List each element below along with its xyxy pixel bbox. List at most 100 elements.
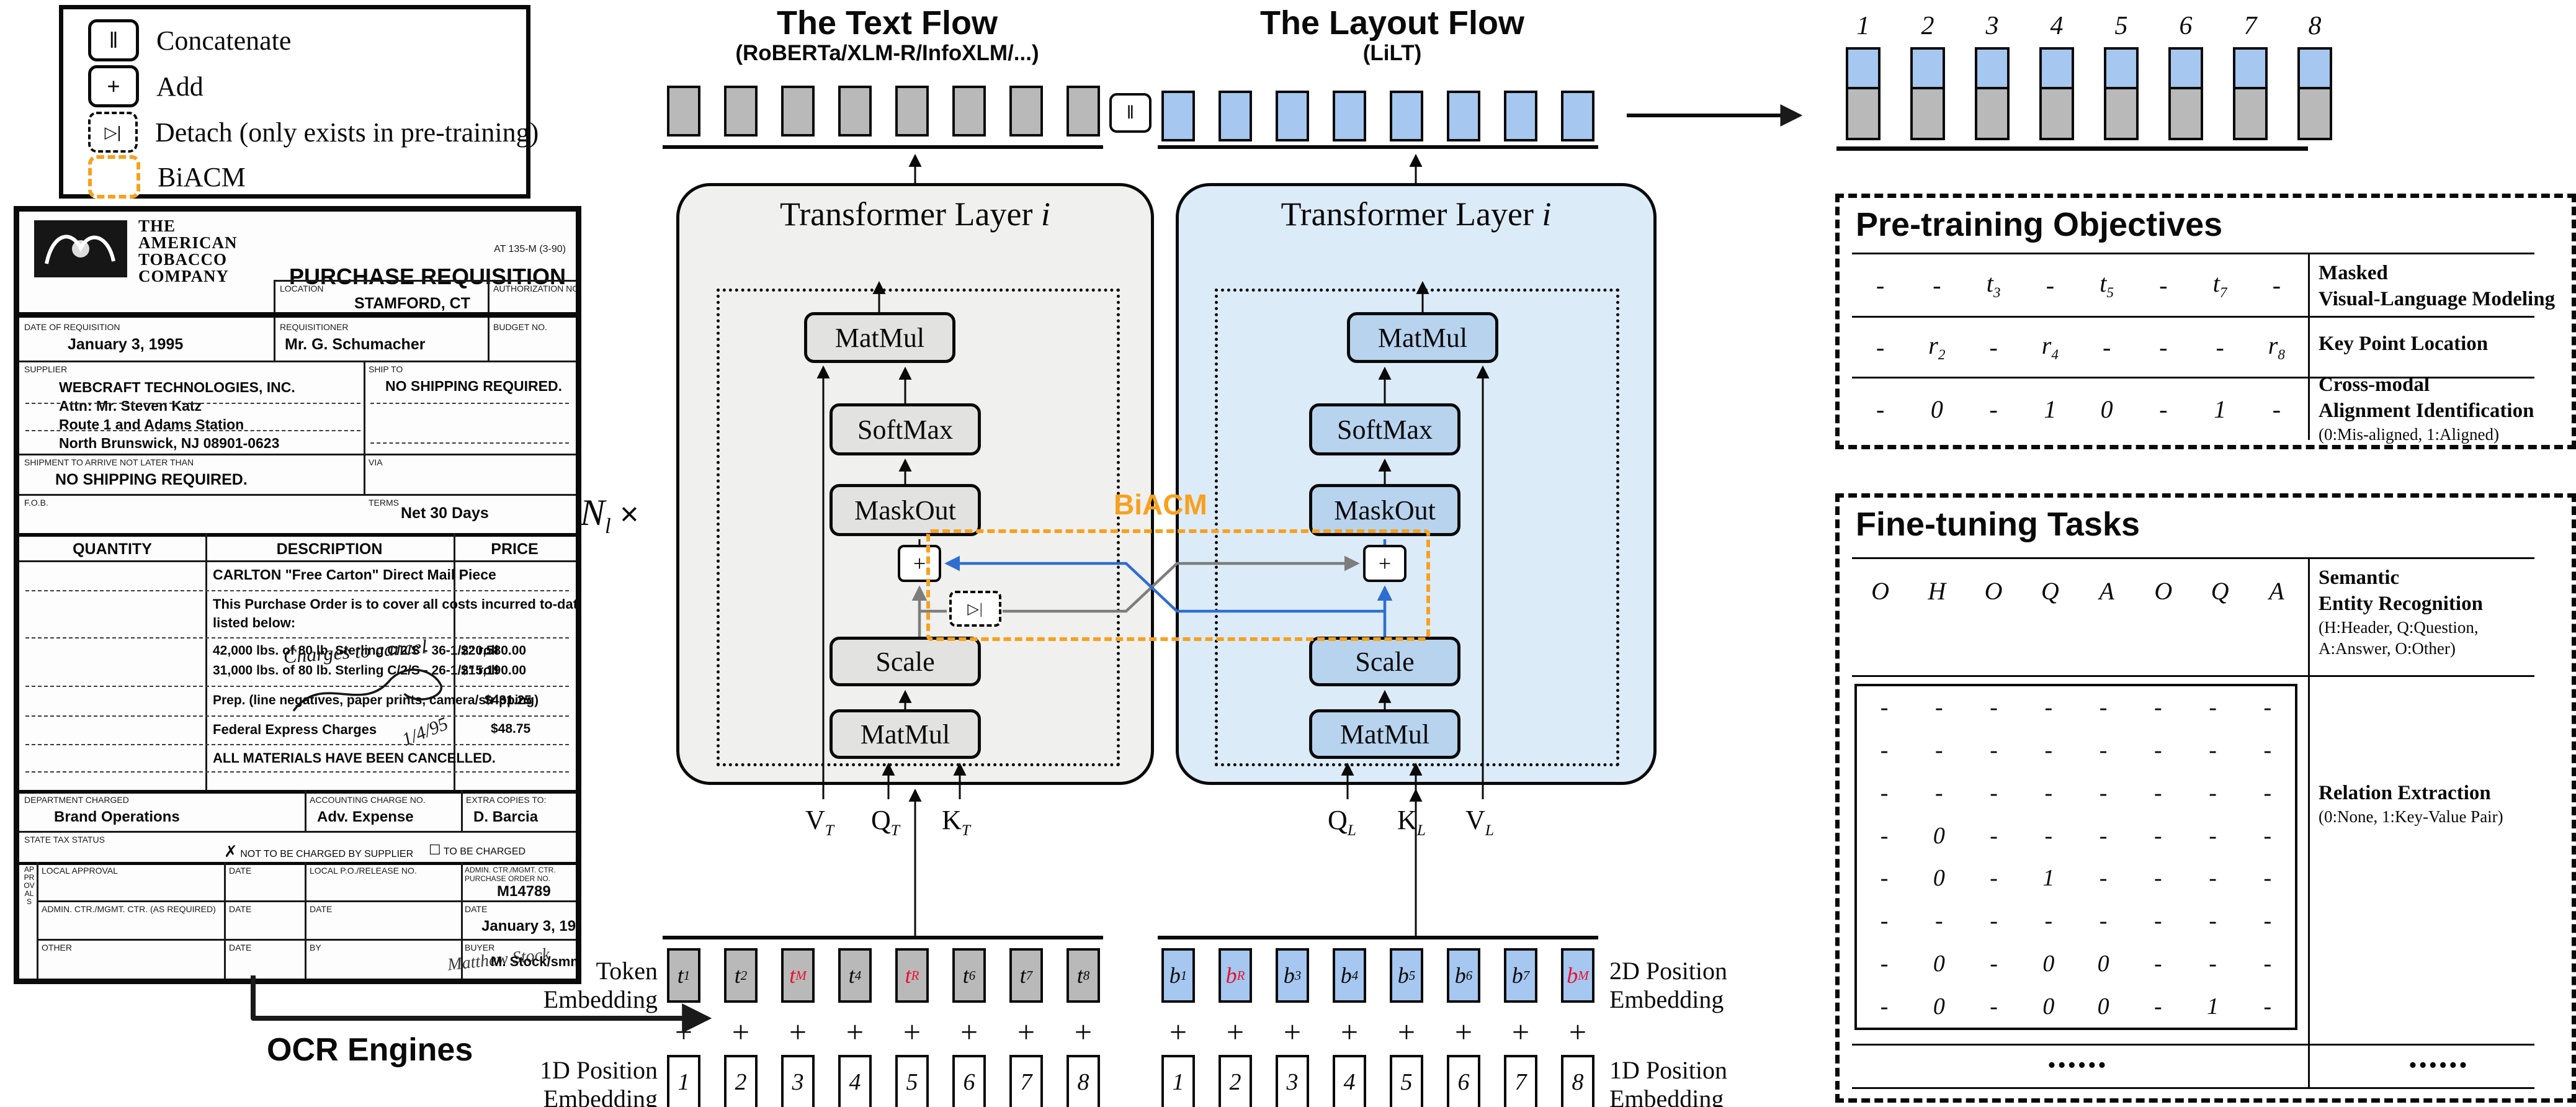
relation-extraction-label: Relation Extraction(0:None, 1:Key-Value … bbox=[2319, 780, 2567, 827]
matrix-cell: - bbox=[2209, 694, 2217, 721]
terms-value: Net 30 Days bbox=[401, 504, 489, 522]
matrix-cell: - bbox=[2099, 694, 2108, 721]
layout-flow-title: The Layout Flow bbox=[1260, 4, 1524, 42]
token-bar bbox=[781, 86, 815, 137]
add-symbol: + bbox=[789, 1015, 807, 1049]
line-item: 31,000 lbs. of 80 lb. Sterling C/2/S - 2… bbox=[213, 663, 499, 678]
matrix-row: -------- bbox=[1857, 686, 2295, 729]
text-flow-subtitle: (RoBERTa/XLM-R/InfoXLM/...) bbox=[735, 41, 1039, 65]
finetuning-title: Fine-tuning Tasks bbox=[1856, 506, 2140, 543]
label-line: Visual-Language Modeling bbox=[2319, 288, 2556, 310]
position-box: 6 bbox=[952, 1055, 986, 1107]
layout-query-label: QL bbox=[1328, 805, 1356, 839]
token-bar bbox=[667, 86, 700, 137]
by-label: BY bbox=[310, 943, 321, 952]
label-line: Semantic bbox=[2319, 567, 2400, 589]
target-cell: t5 bbox=[2100, 269, 2114, 301]
position-box: 3 bbox=[1276, 1055, 1309, 1107]
matrix-cell: - bbox=[1990, 950, 1998, 977]
layout-value-label: VL bbox=[1465, 805, 1494, 839]
handwritten-signature bbox=[292, 668, 442, 712]
ship-to-label: SHIP TO bbox=[369, 364, 403, 374]
biacm-swatch-icon bbox=[88, 155, 140, 199]
local-approval-label: LOCAL APPROVAL bbox=[42, 866, 118, 876]
company-logo bbox=[34, 220, 127, 277]
text-flow-title: The Text Flow bbox=[776, 4, 998, 42]
matrix-cell: - bbox=[2263, 908, 2272, 934]
date-label: DATE bbox=[310, 904, 333, 914]
output-token-bar bbox=[2039, 47, 2074, 140]
extra-copies-value: D. Barcia bbox=[473, 809, 539, 825]
token-bar bbox=[1447, 91, 1480, 141]
ser-tag-cell: A bbox=[2099, 576, 2114, 605]
line-item: Prep. (line negatives, paper prints, cam… bbox=[213, 693, 539, 707]
concatenate-icon: ‖ bbox=[88, 19, 139, 61]
state-tax-label: STATE TAX STATUS bbox=[24, 835, 105, 845]
position-index: 1 bbox=[1856, 12, 1870, 40]
matrix-cell: - bbox=[1935, 908, 1943, 934]
ser-tag-cell: Q bbox=[2211, 576, 2229, 605]
accounting-charge-value: Adv. Expense bbox=[317, 809, 414, 825]
text-query-label: QT bbox=[871, 805, 900, 839]
add-symbol: + bbox=[1568, 1015, 1587, 1049]
matrix-cell: - bbox=[1935, 737, 1943, 764]
add-icon: + bbox=[88, 65, 139, 107]
matrix-cell: - bbox=[2154, 779, 2162, 806]
terms-label: TERMS bbox=[369, 498, 399, 508]
budget-label: BUDGET NO. bbox=[493, 322, 547, 332]
date-label: DATE bbox=[465, 904, 488, 914]
target-cell: - bbox=[2102, 333, 2111, 361]
token-bar bbox=[1219, 91, 1252, 141]
matrix-cell: - bbox=[2044, 779, 2053, 806]
kpl-targets-row: -r2-r4---r8 bbox=[1852, 318, 2305, 375]
attention-dotted-box bbox=[717, 289, 1120, 766]
token-bar bbox=[1009, 86, 1043, 137]
divider bbox=[19, 312, 576, 318]
date-label: DATE bbox=[229, 943, 252, 952]
pretraining-title: Pre-training Objectives bbox=[1856, 206, 2223, 243]
target-cell: r4 bbox=[2041, 331, 2059, 363]
department-charged-value: Brand Operations bbox=[54, 809, 180, 825]
legend-label: Add bbox=[156, 71, 203, 102]
matrix-cell: - bbox=[1990, 779, 1998, 806]
layout-flow-subtitle: (LiLT) bbox=[1362, 41, 1422, 65]
matrix-cell: - bbox=[2263, 865, 2272, 892]
matrix-cell: - bbox=[1880, 822, 1889, 849]
handwritten-note: Charges to cancel 1/4/95 bbox=[283, 632, 476, 750]
po-date: January 3, 1995 bbox=[481, 918, 581, 934]
position-box: 5 bbox=[895, 1055, 929, 1107]
divider bbox=[2308, 557, 2310, 1088]
extra-copies-label: EXTRA COPIES TO: bbox=[466, 795, 547, 805]
matrix-cell: - bbox=[2263, 822, 2272, 849]
target-cell: 0 bbox=[1930, 395, 1943, 423]
layer-count-label: Nl × bbox=[580, 492, 639, 538]
matrix-cell: - bbox=[1880, 908, 1889, 934]
token-bar bbox=[895, 86, 929, 137]
text-scale-block: Scale bbox=[830, 637, 981, 686]
add-symbol: + bbox=[1169, 1015, 1187, 1049]
label-line: A:Answer, O:Other) bbox=[2319, 639, 2456, 658]
matrix-cell: - bbox=[1880, 779, 1889, 806]
buyer-label: BUYER bbox=[465, 943, 495, 952]
matrix-cell: - bbox=[1990, 694, 1998, 721]
tax-option-2: ☐ TO BE CHARGED bbox=[429, 842, 526, 858]
matrix-cell: 0 bbox=[1933, 950, 1945, 977]
matrix-cell: - bbox=[2154, 694, 2162, 721]
ship-to-value: NO SHIPPING REQUIRED. bbox=[385, 378, 562, 394]
